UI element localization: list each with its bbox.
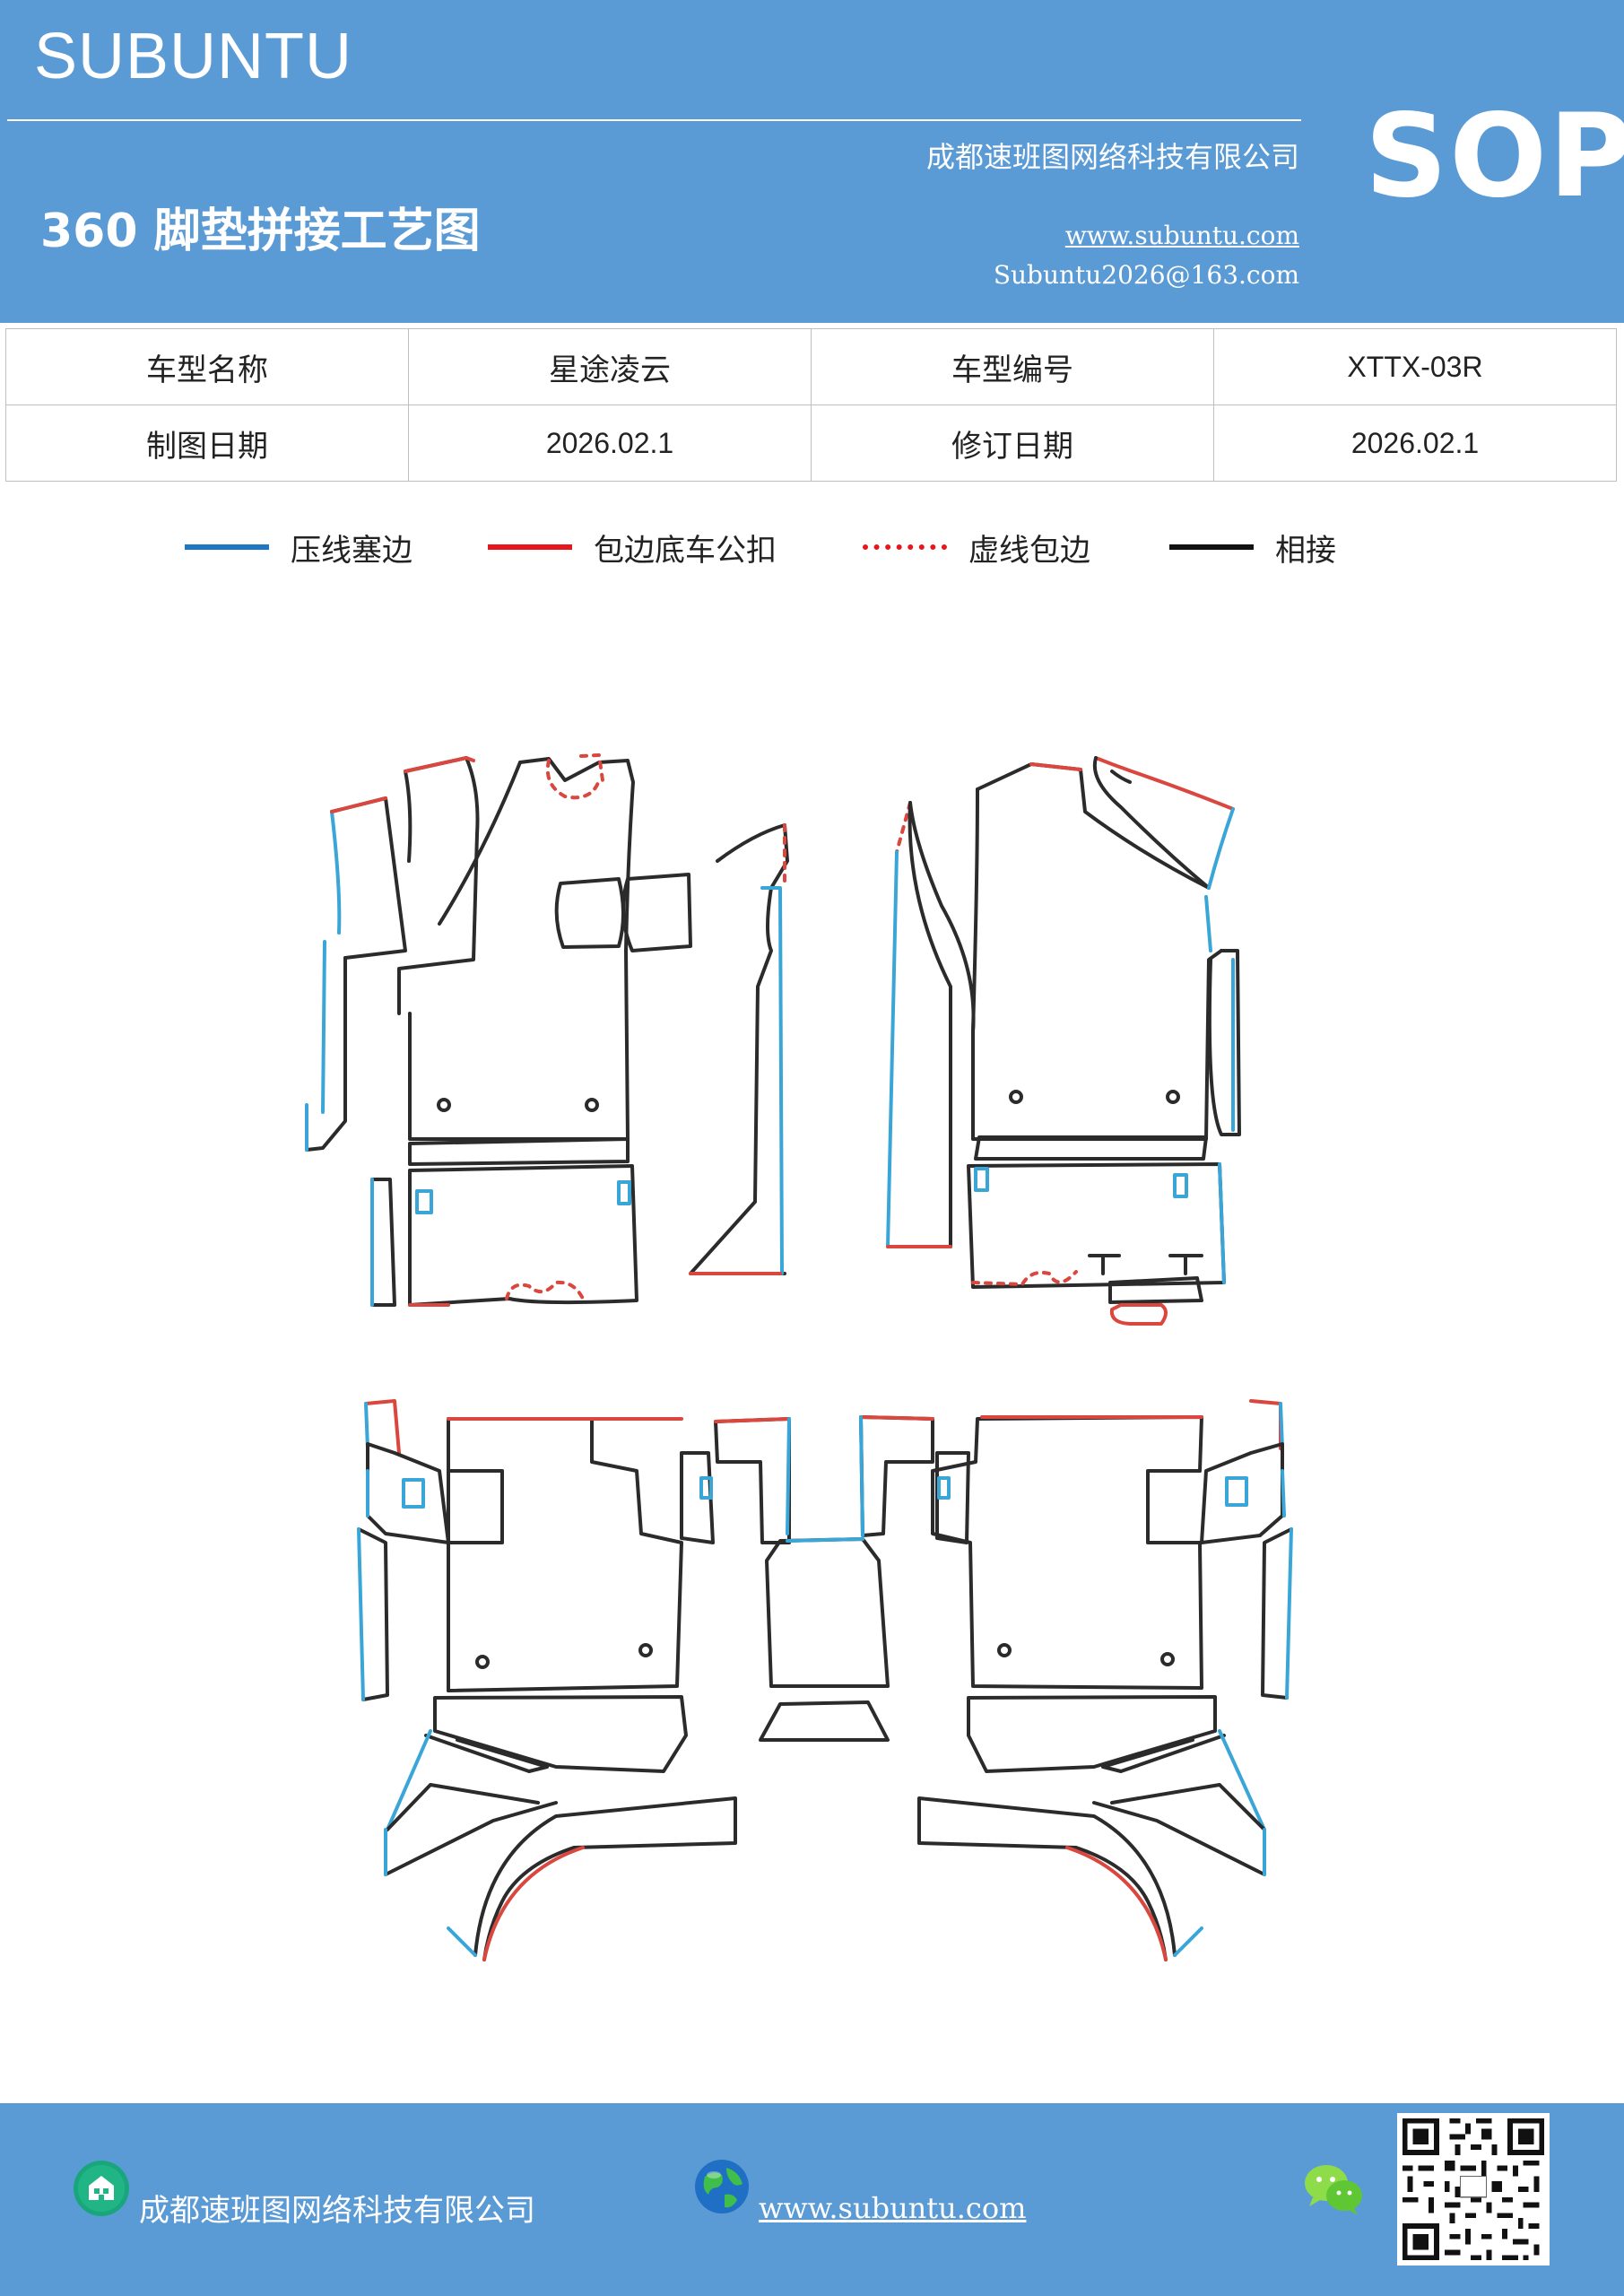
- legend-item: 虚线包边: [863, 520, 1090, 574]
- footer-company: 成都速班图网络科技有限公司: [139, 2193, 535, 2229]
- legend-swatch: [185, 544, 269, 550]
- table-row: 车型名称 星途凌云 车型编号 XTTX-03R: [5, 328, 1617, 405]
- vehicle-info-table: 车型名称 星途凌云 车型编号 XTTX-03R 制图日期 2026.02.1 修…: [5, 328, 1617, 482]
- header-url-link[interactable]: www.subuntu.com: [1064, 221, 1299, 250]
- table-cell: 车型编号: [811, 328, 1214, 405]
- legend-label: 相接: [1275, 532, 1336, 569]
- legend-item: 相接: [1169, 520, 1336, 574]
- table-cell: XTTX-03R: [1213, 328, 1617, 405]
- document-title: 360 脚垫拼接工艺图: [40, 204, 481, 258]
- wechat-icon[interactable]: [1302, 2161, 1365, 2217]
- building-icon: [74, 2161, 129, 2216]
- legend-label: 虚线包边: [968, 532, 1090, 569]
- legend-item: 压线塞边: [185, 520, 413, 574]
- legend-swatch: [863, 544, 947, 550]
- footer-url-link[interactable]: www.subuntu.com: [759, 2191, 1027, 2225]
- legend-swatch: [1169, 544, 1254, 550]
- globe-icon: [695, 2160, 749, 2213]
- sop-badge: SOP: [1365, 90, 1624, 223]
- table-cell: 2026.02.1: [408, 404, 812, 482]
- qr-code[interactable]: [1397, 2112, 1550, 2266]
- table-cell: 修订日期: [811, 404, 1214, 482]
- legend-label: 包边底车公扣: [594, 532, 777, 569]
- header-company: 成都速班图网络科技有限公司: [925, 140, 1299, 174]
- floor-mat-diagram: [305, 753, 1293, 1961]
- legend-label: 压线塞边: [291, 532, 413, 569]
- front-left-mat-group: [305, 753, 789, 1307]
- table-row: 制图日期 2026.02.1 修订日期 2026.02.1: [5, 404, 1617, 482]
- table-cell: 车型名称: [5, 328, 409, 405]
- rear-center-mat-group: [714, 1415, 934, 1742]
- legend-swatch: [488, 544, 572, 550]
- header-email: Subuntu2026@163.com: [993, 260, 1299, 290]
- table-cell: 制图日期: [5, 404, 409, 482]
- brand-name: SUBUNTU: [34, 21, 353, 92]
- front-right-mat-group: [886, 756, 1241, 1326]
- header-banner: [0, 0, 1624, 323]
- rear-right-mat-group: [917, 1399, 1293, 1961]
- rear-left-mat-group: [357, 1399, 737, 1961]
- legend-item: 包边底车公扣: [488, 520, 777, 574]
- header-divider: [7, 119, 1301, 121]
- table-cell: 星途凌云: [408, 328, 812, 405]
- table-cell: 2026.02.1: [1213, 404, 1617, 482]
